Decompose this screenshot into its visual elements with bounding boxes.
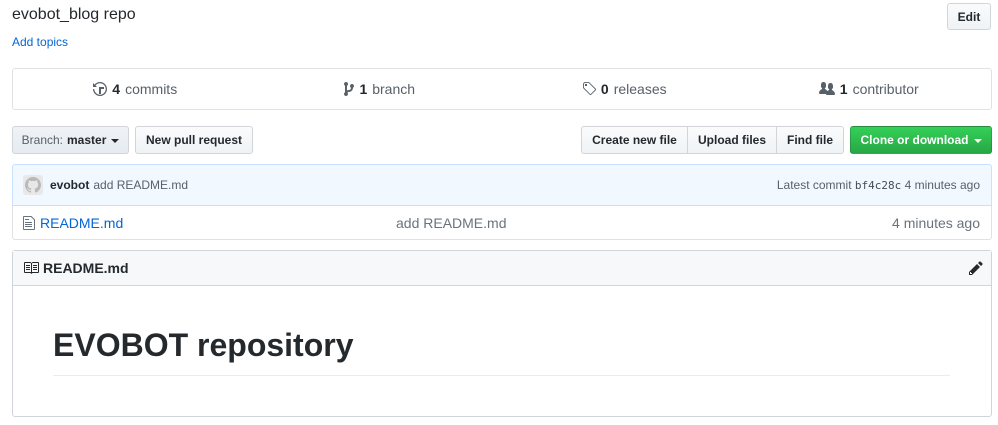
commit-message-link[interactable]: add README.md <box>93 178 189 192</box>
book-icon <box>24 262 39 274</box>
branches-count: 1 <box>359 81 368 97</box>
file-name-link[interactable]: README.md <box>40 214 124 231</box>
clone-label: Clone or download <box>860 133 969 147</box>
contributors-link[interactable]: 1 contributor <box>747 69 992 109</box>
edit-description-button[interactable]: Edit <box>947 3 991 30</box>
commit-author-link[interactable]: evobot <box>50 178 90 192</box>
readme-header: README.md <box>13 251 991 286</box>
file-commit-message-link[interactable]: add README.md <box>396 214 507 231</box>
file-icon <box>23 215 35 230</box>
add-topics-link[interactable]: Add topics <box>12 35 69 49</box>
create-new-file-button[interactable]: Create new file <box>581 126 688 154</box>
git-branch-icon <box>344 81 355 96</box>
releases-link[interactable]: 0 releases <box>502 69 747 109</box>
contributors-count: 1 <box>839 81 848 97</box>
table-row: README.md add README.md 4 minutes ago <box>12 206 992 240</box>
avatar[interactable] <box>23 175 43 195</box>
new-pull-request-button[interactable]: New pull request <box>135 126 253 154</box>
file-actions-group: Create new file Upload files Find file <box>581 126 844 154</box>
file-age: 4 minutes ago <box>892 214 980 231</box>
releases-label: releases <box>613 81 667 97</box>
history-icon <box>93 82 108 96</box>
readme-title: README.md <box>43 260 129 276</box>
heading-divider <box>53 375 950 376</box>
contributors-label: contributor <box>852 81 919 97</box>
clone-or-download-button[interactable]: Clone or download <box>850 126 992 154</box>
latest-commit-bar: evobot add README.md Latest commit bf4c2… <box>12 164 992 206</box>
branch-prefix: Branch: <box>21 133 63 147</box>
pencil-icon[interactable] <box>969 260 983 276</box>
repo-numbers-summary: 4 commits 1 branch 0 releases 1 contribu… <box>12 68 992 110</box>
commits-label: commits <box>125 81 178 97</box>
branch-select-button[interactable]: Branch: master <box>12 126 129 154</box>
readme-heading: EVOBOT repository <box>53 327 354 363</box>
latest-commit-prefix: Latest commit <box>776 178 852 192</box>
branches-link[interactable]: 1 branch <box>258 69 503 109</box>
latest-commit-info: Latest commit bf4c28c 4 minutes ago <box>777 178 980 192</box>
commit-sha-link[interactable]: bf4c28c <box>854 179 902 192</box>
commits-link[interactable]: 4 commits <box>13 69 258 109</box>
commit-age: 4 minutes ago <box>904 178 980 192</box>
branches-label: branch <box>372 81 416 97</box>
readme-panel: README.md EVOBOT repository <box>12 250 992 417</box>
releases-count: 0 <box>600 81 609 97</box>
github-avatar-icon <box>25 177 41 193</box>
upload-files-button[interactable]: Upload files <box>687 126 777 154</box>
chevron-down-icon <box>973 138 982 143</box>
people-icon <box>818 82 835 95</box>
commits-count: 4 <box>112 81 121 97</box>
branch-name: master <box>67 133 107 147</box>
tag-icon <box>582 82 596 96</box>
chevron-down-icon <box>111 138 120 143</box>
find-file-button[interactable]: Find file <box>776 126 844 154</box>
repo-description: evobot_blog repo <box>12 6 136 23</box>
